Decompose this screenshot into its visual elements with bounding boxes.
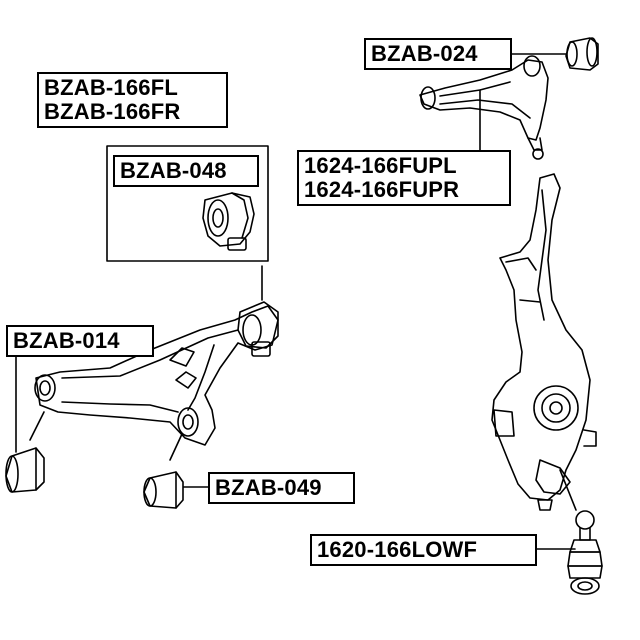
leader-014-arrow — [29, 411, 45, 441]
lower-ball-joint — [567, 510, 603, 595]
label-bzab-048: BZAB-048 — [113, 155, 259, 187]
bzab-014-bushing — [5, 447, 45, 493]
label-bzab-166: BZAB-166FL BZAB-166FR — [37, 72, 228, 128]
bzab-024-bushing — [565, 37, 599, 71]
label-1620-166lowf: 1620-166LOWF — [310, 534, 537, 566]
label-bzab-014: BZAB-014 — [6, 325, 154, 357]
bzab-048-frame — [106, 145, 269, 262]
label-bzab-166fr: BZAB-166FR — [44, 99, 181, 124]
steering-knuckle — [491, 173, 597, 511]
label-bzab-024: BZAB-024 — [364, 38, 512, 70]
label-bzab-166fl: BZAB-166FL — [44, 75, 179, 100]
label-1624-166fupr: 1624-166FUPR — [304, 177, 460, 202]
bzab-049-bushing — [143, 471, 184, 509]
leader-049-arrow — [169, 433, 183, 461]
label-upper-arm: 1624-166FUPL 1624-166FUPR — [297, 150, 511, 206]
upper-control-arm — [419, 55, 549, 160]
leader-ball-joint-arrow — [559, 469, 577, 511]
lower-control-arm — [34, 301, 279, 446]
label-1624-166fupl: 1624-166FUPL — [304, 153, 457, 178]
bzab-048-bushing — [202, 192, 255, 251]
label-bzab-049: BZAB-049 — [208, 472, 355, 504]
